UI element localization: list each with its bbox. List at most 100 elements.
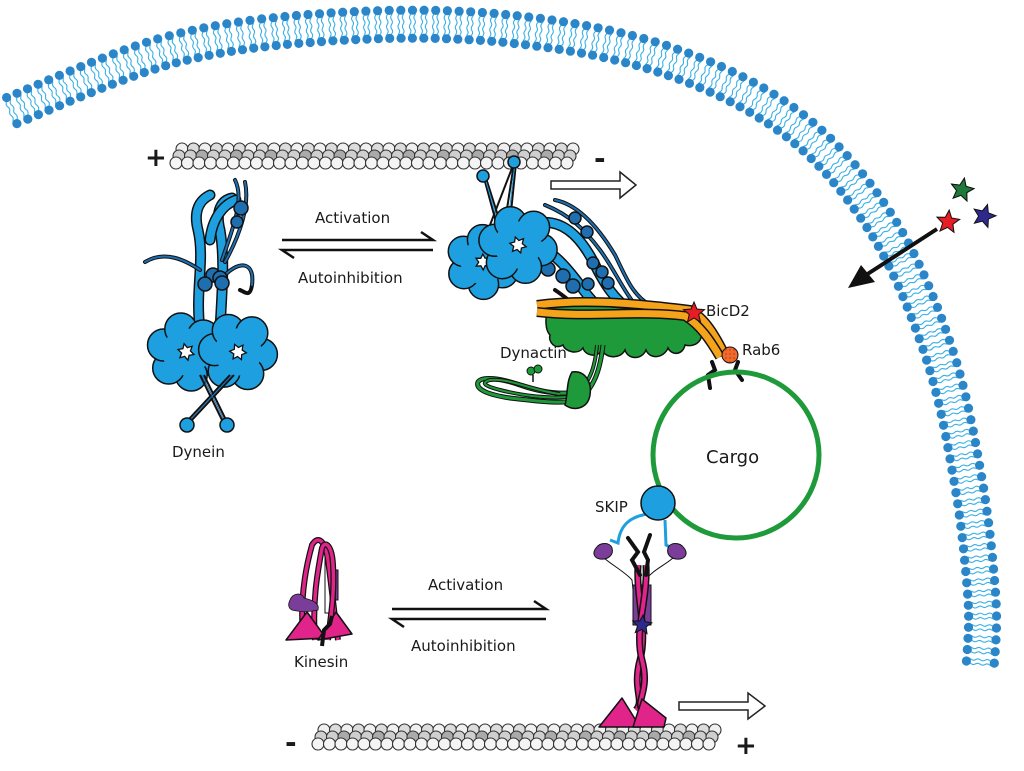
lipid-head [108, 49, 118, 59]
lipid-head [992, 611, 1002, 621]
lipid-tail [966, 657, 995, 663]
lipid-tail [25, 89, 37, 116]
lipid-tail [355, 11, 359, 40]
lipid-tail [378, 10, 382, 39]
lipid-tail [686, 56, 699, 83]
lipid-tail [270, 17, 275, 47]
lipid-head [55, 101, 65, 111]
lipid-tail [132, 46, 143, 74]
tubulin-subunit [437, 737, 452, 751]
lipid-tail [963, 547, 992, 552]
lipid-tail [919, 331, 947, 342]
tubulin-subunit [261, 156, 275, 170]
lipid-tail [879, 234, 905, 249]
lipid-head [957, 533, 967, 543]
lipid-head [639, 33, 649, 44]
lipid-tail [792, 120, 812, 143]
lipid-head [282, 39, 292, 50]
lipid-head [879, 251, 889, 261]
lipid-tail [600, 29, 609, 58]
lipid-head [260, 42, 270, 52]
lipid-tail [873, 223, 899, 240]
lipid-tail [766, 99, 783, 123]
lipid-head [453, 34, 463, 44]
tubulin-subunit [357, 737, 371, 751]
lipid-tail [56, 75, 69, 103]
lipid-head [593, 23, 603, 33]
lipid-tail [968, 616, 997, 620]
lipid-head [963, 589, 973, 599]
lipid-head [948, 346, 958, 356]
tubulin-subunit [226, 156, 241, 170]
lipid-head [893, 281, 904, 291]
lipid-tail [533, 17, 540, 47]
lipid-head [902, 302, 912, 312]
lipid-head [642, 64, 652, 74]
lipid-head [961, 392, 971, 402]
lipid-head [951, 488, 961, 498]
lipid-tail [481, 12, 486, 41]
lipid-head [944, 335, 955, 345]
lipid-head [431, 5, 441, 16]
lipid-tail [578, 24, 586, 53]
lipid-tail [367, 10, 371, 40]
tubulin-subunit [702, 737, 716, 751]
lipid-tail [420, 9, 424, 39]
lipid-tail [967, 589, 996, 593]
lipid-tail [676, 52, 688, 79]
lipid-tail [721, 72, 735, 98]
lipid-head [338, 7, 348, 17]
lipid-tail [205, 27, 212, 56]
lipid-tail [669, 49, 681, 77]
lipid-tail [413, 9, 417, 39]
lipid-head [695, 52, 705, 63]
tubulin-subunit [541, 737, 555, 751]
lipid-head [941, 324, 951, 334]
lipid-tail [795, 123, 816, 146]
lipid-head [829, 178, 839, 188]
tubulin-subunit [598, 737, 613, 751]
lipid-tail [228, 23, 234, 52]
lipid-tail [848, 184, 872, 202]
lipid-tail [71, 69, 84, 97]
tubulin-subunit [322, 737, 337, 751]
lipid-head [817, 125, 827, 135]
lipid-tail [941, 409, 970, 417]
lipid-head [661, 40, 672, 51]
lipid-head [961, 566, 971, 577]
lipid-tail [964, 558, 994, 564]
lipid-tail [945, 428, 974, 435]
lipid-head [65, 96, 75, 106]
tubulin-subunit [449, 737, 463, 751]
lipid-tail [967, 600, 997, 605]
lipid-head [684, 48, 694, 58]
lipid-tail [727, 75, 742, 101]
lipid-tail [955, 485, 984, 491]
lipid-tail [957, 497, 986, 503]
lipid-head [12, 119, 22, 129]
lipid-tail [965, 566, 994, 571]
lipid-head [650, 37, 660, 47]
lipid-tail [171, 34, 179, 63]
lipid-tail [665, 48, 677, 76]
tubulin-subunit [353, 156, 367, 170]
lipid-tail [549, 20, 556, 49]
lipid-head [949, 476, 959, 486]
lipid-tail [962, 543, 992, 548]
lipid-tail [499, 14, 505, 43]
lipid-head [150, 64, 160, 74]
lipid-tail [926, 353, 955, 363]
lipid-tail [104, 56, 115, 84]
lipid-tail [504, 14, 509, 43]
tubulin-subunit [445, 156, 459, 170]
lipid-head [326, 8, 336, 18]
tubulin-subunit [203, 156, 218, 170]
lipid-tail [741, 83, 756, 108]
lipid-head [161, 61, 171, 71]
lipid-head [990, 647, 1000, 657]
lipid-tail [537, 18, 544, 47]
lipid-tail [401, 9, 405, 39]
lipid-tail [854, 194, 879, 212]
lipid-head [910, 323, 921, 333]
lipid-head [684, 78, 695, 88]
